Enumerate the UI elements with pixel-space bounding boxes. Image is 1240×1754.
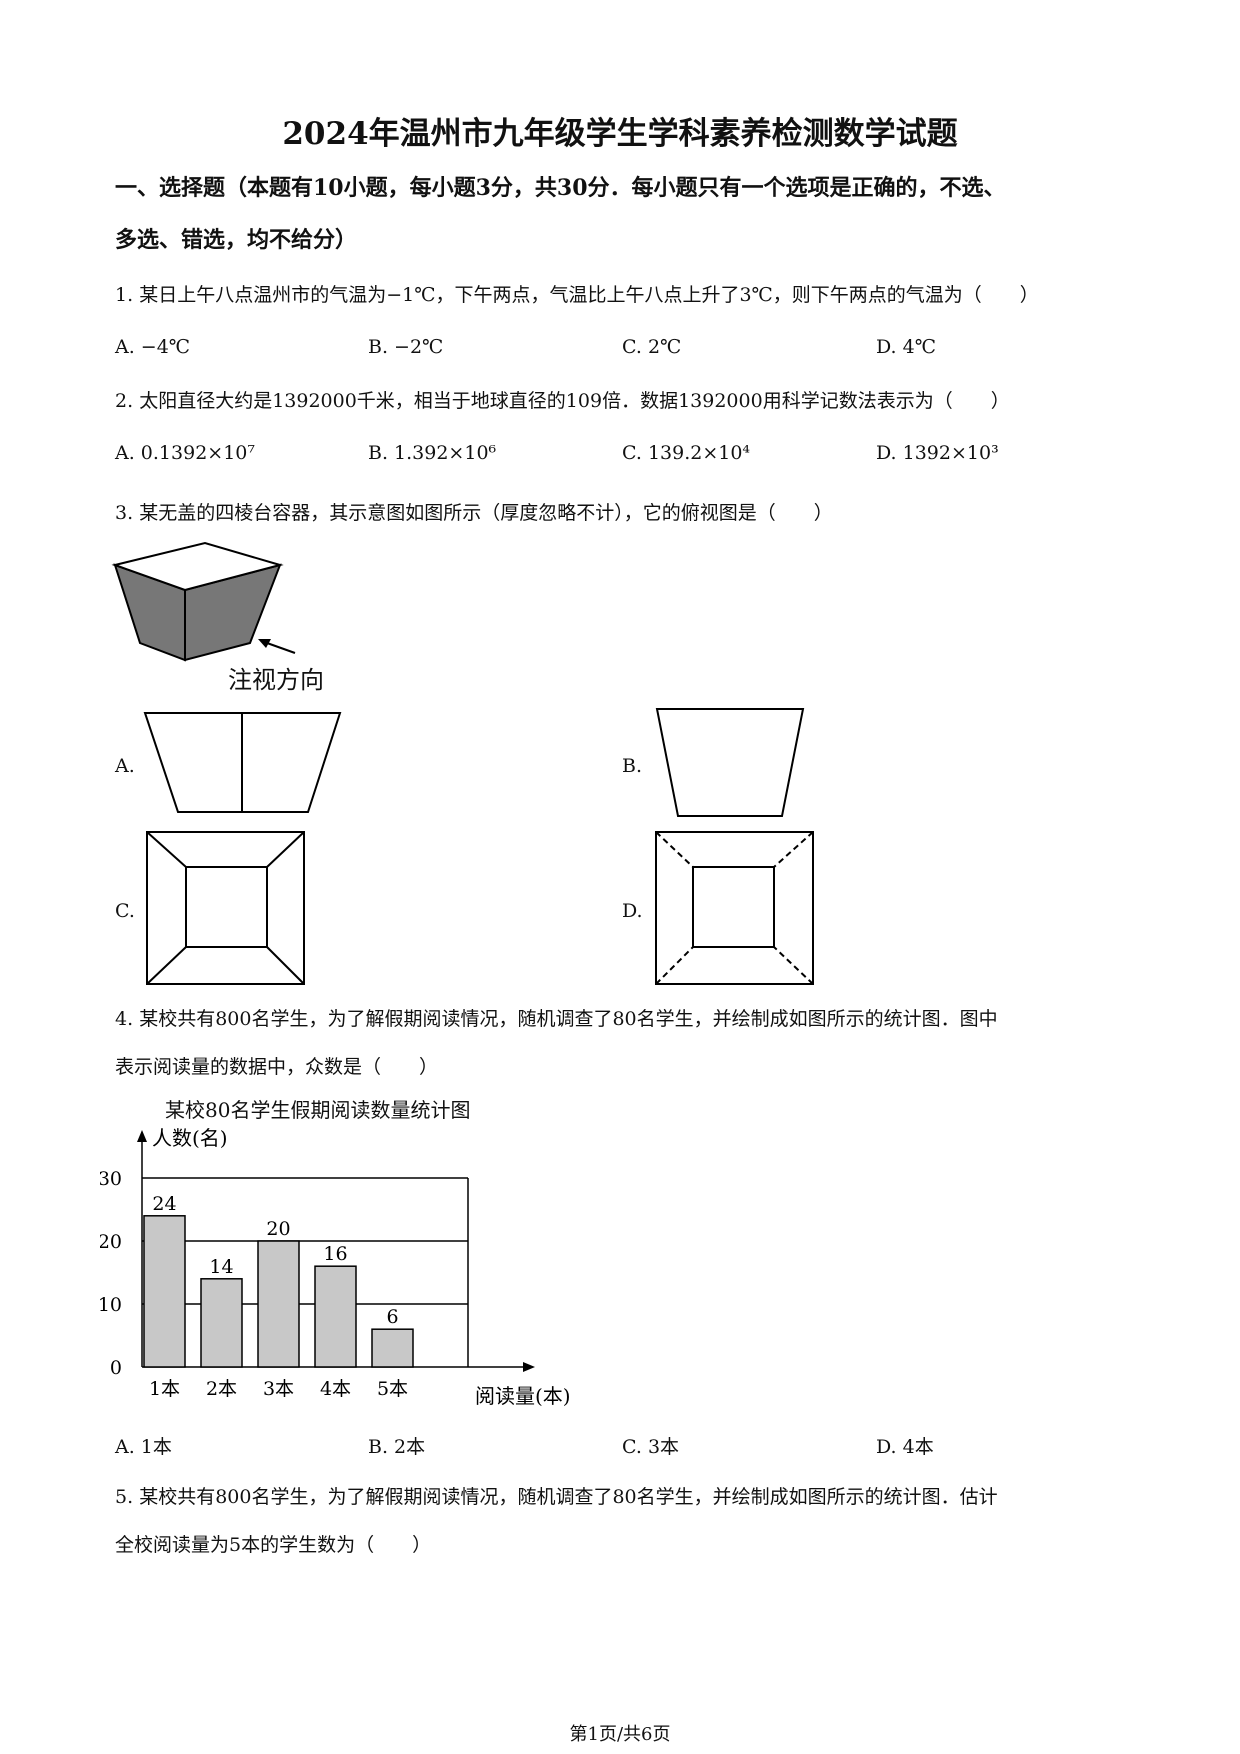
q4-option-c[interactable]: C. 3本	[622, 1436, 680, 1458]
q3-option-c-figure[interactable]	[144, 829, 309, 989]
q2-option-b[interactable]: B. 1.392×10⁶	[368, 442, 497, 464]
question-4-line1: 4. 某校共有800名学生，为了解假期阅读情况，随机调查了80名学生，并绘制成如…	[115, 1004, 998, 1031]
q2-option-a[interactable]: A. 0.1392×10⁷	[115, 442, 255, 464]
section-heading-line1: 一、选择题（本题有10小题，每小题3分，共30分．每小题只有一个选项是正确的，不…	[115, 175, 1006, 201]
question-2: 2. 太阳直径大约是1392000千米，相当于地球直径的109倍．数据13920…	[115, 386, 1010, 413]
chart-title: 某校80名学生假期阅读数量统计图	[165, 1098, 471, 1122]
bar-4	[314, 1265, 357, 1368]
q3-option-b-figure[interactable]	[650, 704, 810, 822]
q4-option-d[interactable]: D. 4本	[876, 1436, 934, 1458]
q1-option-b[interactable]: B. −2℃	[368, 336, 444, 358]
q3-option-a-figure[interactable]	[140, 708, 350, 818]
q4-option-a[interactable]: A. 1本	[115, 1436, 172, 1458]
bar-5	[371, 1328, 414, 1368]
y-axis-label: 人数(名)	[152, 1126, 228, 1150]
question-number: 4.	[115, 1008, 134, 1030]
question-4-line2: 表示阅读量的数据中，众数是（ ）	[115, 1056, 439, 1078]
frustum-top-opening	[111, 541, 284, 592]
bar-2	[200, 1278, 243, 1368]
x-axis-label: 阅读量(本)	[475, 1384, 571, 1408]
question-text: 某日上午八点温州市的气温为−1℃，下午两点，气温比上午八点上升了3℃，则下午两点…	[139, 284, 1039, 306]
q3-option-a[interactable]: A.	[115, 755, 135, 777]
x-tick-label: 4本	[320, 1378, 351, 1400]
view-arrow-head	[258, 639, 271, 648]
q4-option-b[interactable]: B. 2本	[368, 1436, 426, 1458]
question-number: 3.	[115, 502, 134, 524]
bar-3	[257, 1240, 300, 1368]
y-tick-label: 10	[100, 1294, 122, 1316]
question-text: 某校共有800名学生，为了解假期阅读情况，随机调查了80名学生，并绘制成如图所示…	[139, 1486, 998, 1508]
question-number: 5.	[115, 1486, 134, 1508]
question-number: 2.	[115, 390, 134, 412]
x-tick-label: 2本	[206, 1378, 237, 1400]
y-tick-label: 0	[110, 1357, 122, 1379]
page-footer: 第1页/共6页	[569, 1724, 671, 1745]
page-title: 2024年温州市九年级学生学科素养检测数学试题	[282, 116, 958, 152]
y-axis-arrow	[137, 1130, 147, 1142]
q1-option-d[interactable]: D. 4℃	[876, 336, 936, 358]
question-number: 1.	[115, 284, 134, 306]
bar-data-label: 20	[266, 1218, 290, 1240]
question-text: 某无盖的四棱台容器，其示意图如图所示（厚度忽略不计），它的俯视图是（ ）	[139, 502, 833, 524]
y-tick-label: 30	[100, 1168, 122, 1190]
question-3: 3. 某无盖的四棱台容器，其示意图如图所示（厚度忽略不计），它的俯视图是（ ）	[115, 498, 833, 525]
q3-option-b[interactable]: B.	[622, 755, 643, 777]
x-axis-arrow	[523, 1362, 535, 1372]
section-heading-line2: 多选、错选，均不给分）	[115, 227, 358, 253]
view-arrow-line	[266, 642, 296, 654]
q1-option-c[interactable]: C. 2℃	[622, 336, 682, 358]
bar-data-label: 16	[323, 1243, 347, 1265]
frustum-container-figure	[111, 541, 296, 662]
q2-option-d[interactable]: D. 1392×10³	[876, 442, 999, 464]
x-tick-label: 5本	[377, 1378, 408, 1400]
question-5-line2: 全校阅读量为5本的学生数为（ ）	[115, 1534, 432, 1556]
q3-option-c[interactable]: C.	[115, 900, 135, 922]
q3-option-d-figure[interactable]	[653, 829, 818, 989]
y-tick-label: 20	[100, 1231, 122, 1253]
question-text: 某校共有800名学生，为了解假期阅读情况，随机调查了80名学生，并绘制成如图所示…	[139, 1008, 998, 1030]
bar-data-label: 6	[386, 1306, 398, 1328]
bar-data-label: 24	[152, 1193, 176, 1215]
question-5-line1: 5. 某校共有800名学生，为了解假期阅读情况，随机调查了80名学生，并绘制成如…	[115, 1482, 998, 1509]
question-text: 太阳直径大约是1392000千米，相当于地球直径的109倍．数据1392000用…	[139, 390, 1010, 412]
view-direction-caption: 注视方向	[228, 666, 324, 694]
x-tick-label: 1本	[149, 1378, 180, 1400]
q2-option-c[interactable]: C. 139.2×10⁴	[622, 442, 751, 464]
bar-chart: 24 14 20 16 6 1本 2本 3本 4本 5本 0 10 20 30 人数(名) 阅读量(本)	[100, 1126, 571, 1408]
x-tick-label: 3本	[263, 1378, 294, 1400]
bar-1	[143, 1215, 186, 1368]
q1-option-a[interactable]: A. −4℃	[115, 336, 191, 358]
question-1: 1. 某日上午八点温州市的气温为−1℃，下午两点，气温比上午八点上升了3℃，则下…	[115, 280, 1039, 307]
q3-option-d[interactable]: D.	[622, 900, 643, 922]
bar-data-label: 14	[209, 1256, 233, 1278]
